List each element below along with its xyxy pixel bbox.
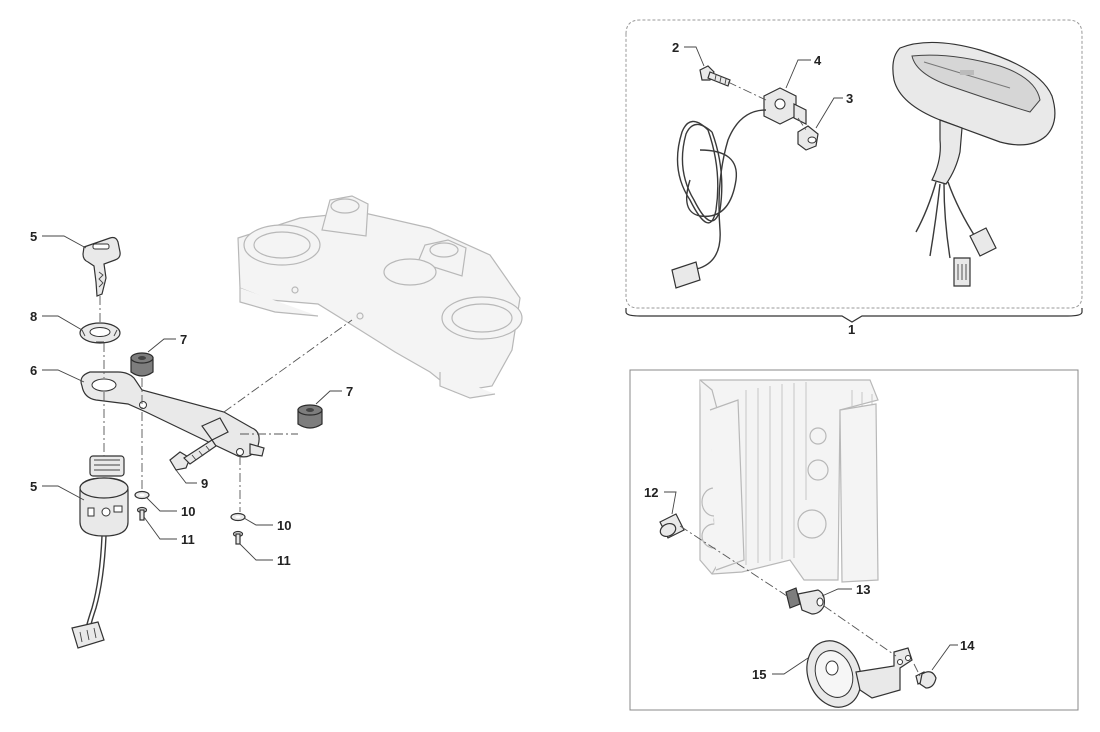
kit-bracket xyxy=(625,308,1083,323)
mounting-bracket xyxy=(80,371,265,458)
ignition-key xyxy=(82,236,121,297)
washer-left xyxy=(134,490,150,500)
assembly-line-bolt xyxy=(727,81,767,101)
callout-11-left: 11 xyxy=(181,532,195,547)
callout-10-right: 10 xyxy=(277,518,291,533)
rubber-plug xyxy=(659,513,685,539)
callout-15: 15 xyxy=(752,667,766,682)
speed-sensor xyxy=(763,87,807,125)
callout-1: 1 xyxy=(848,322,855,337)
leader-lines-kit xyxy=(684,46,843,129)
callout-3: 3 xyxy=(846,91,853,106)
screw-left xyxy=(136,506,148,521)
callout-2: 2 xyxy=(672,40,679,55)
leader-lines-horn xyxy=(664,491,958,675)
assembly-lines-left xyxy=(99,296,353,512)
callout-5-switch: 5 xyxy=(30,479,37,494)
horn xyxy=(806,640,913,708)
ignition-wiring xyxy=(71,535,107,649)
rubber-bushing-lower xyxy=(297,404,323,429)
dashboard-kit-frame xyxy=(625,19,1083,309)
leader-lines-left xyxy=(42,235,342,561)
screw-right xyxy=(232,530,244,545)
callout-7-upper: 7 xyxy=(180,332,187,347)
callout-10-left: 10 xyxy=(181,504,195,519)
instrument-cluster xyxy=(892,41,1056,146)
sensor-spacer xyxy=(797,125,819,151)
triple-clamp xyxy=(237,195,523,399)
horn-screw xyxy=(915,671,937,689)
sensor-cable xyxy=(671,109,767,289)
callout-13: 13 xyxy=(856,582,870,597)
callout-14: 14 xyxy=(960,638,975,653)
horn-detail-frame xyxy=(629,369,1079,711)
radiator-detail xyxy=(699,379,879,583)
cluster-harness xyxy=(915,119,997,287)
assembly-lines-horn xyxy=(679,525,921,677)
sensor-bolt xyxy=(699,65,731,87)
ignition-switch xyxy=(79,455,129,537)
callout-4: 4 xyxy=(814,53,822,68)
callout-5-key: 5 xyxy=(30,229,37,244)
callout-7-lower: 7 xyxy=(346,384,353,399)
rubber-bushing-upper xyxy=(130,352,154,377)
lock-washer xyxy=(79,322,121,344)
callout-12: 12 xyxy=(644,485,658,500)
bracket-bolt xyxy=(169,439,217,471)
callout-6: 6 xyxy=(30,363,37,378)
callout-11-right: 11 xyxy=(277,553,291,568)
washer-right xyxy=(230,512,246,522)
threaded-stud xyxy=(785,587,825,615)
callout-9: 9 xyxy=(201,476,208,491)
callout-8: 8 xyxy=(30,309,37,324)
assembly-line-spacer xyxy=(797,117,807,131)
